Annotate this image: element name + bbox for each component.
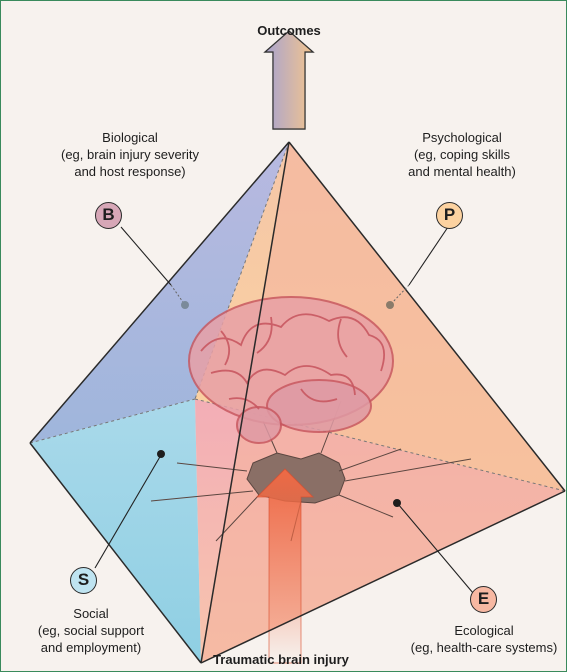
ecological-detail-1: (eg, health-care systems): [410, 640, 558, 655]
biological-detail-2: and host response): [74, 164, 186, 179]
biological-name: Biological: [102, 130, 158, 145]
brain-illustration: [188, 296, 394, 444]
biological-detail-1: (eg, brain injury severity: [61, 147, 199, 162]
biological-badge: B: [95, 202, 122, 229]
psychological-name: Psychological: [422, 130, 502, 145]
impact-arrow: [255, 468, 315, 664]
social-name: Social: [73, 606, 109, 621]
psychological-detail-2: and mental health): [408, 164, 516, 179]
psychological-detail-1: (eg, coping skills: [413, 147, 511, 162]
tetrahedron-edges: [29, 141, 566, 664]
social-detail-1: (eg, social support: [37, 623, 145, 638]
biological-leader: [120, 226, 189, 309]
ecological-badge: E: [470, 586, 497, 613]
biological-label: Biological (eg, brain injury severity an…: [21, 129, 239, 180]
social-label: Social (eg, social support and employmen…: [11, 605, 171, 656]
outcomes-arrow-body: [263, 30, 315, 130]
social-detail-2: and employment): [40, 640, 142, 655]
social-face: [30, 399, 201, 663]
ecological-name: Ecological: [454, 623, 514, 638]
psychological-label: Psychological (eg, coping skills and men…: [362, 129, 562, 180]
social-leader: [94, 450, 165, 569]
outcomes-label: Outcomes: [257, 23, 321, 38]
psychological-leader: [386, 226, 449, 309]
psychological-badge: P: [436, 202, 463, 229]
social-badge: S: [70, 567, 97, 594]
ecological-leader: [393, 499, 485, 607]
traumatic-brain-injury-label: Traumatic brain injury: [213, 652, 349, 667]
ecological-label: Ecological (eg, health-care systems): [401, 622, 566, 656]
